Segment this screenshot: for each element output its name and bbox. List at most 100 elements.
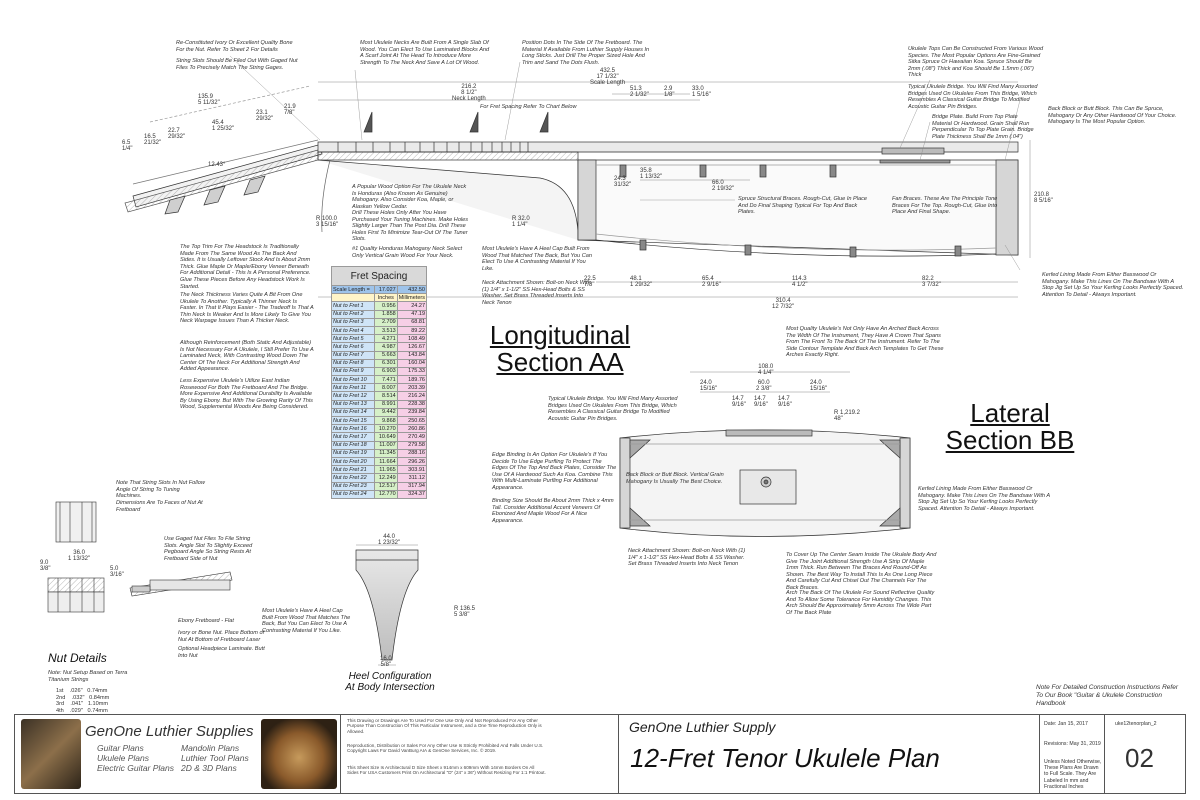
dim-inch: 15/16" (700, 386, 718, 392)
fret-mm-cell: 203.39 (396, 383, 428, 393)
note-spruce-braces: Spruce Structural Braces. Rough-Cut, Glu… (738, 196, 868, 216)
fret-inches-cell: 10.270 (373, 424, 398, 434)
fret-mm-cell: 68.81 (396, 317, 428, 327)
dim-inch: 4 1/2" (792, 282, 808, 288)
note-back-block: Back Block or Butt Block. This Can Be Sp… (1048, 106, 1177, 126)
dim-inch: 1 25/32" (212, 126, 235, 132)
dim-mm: 66.0 (712, 180, 724, 186)
fret-inches-cell: 10.649 (373, 432, 398, 442)
product-item: Electric Guitar Plans (97, 763, 174, 773)
note-bridge-b: Typical Ukulele Bridge. You Will Find Ma… (548, 396, 678, 422)
dim-mm: 6.5 (122, 140, 131, 146)
dim-caption: Scale Length (590, 80, 626, 86)
dim-inch: 1/8" (664, 92, 675, 98)
fret-mm-cell: 216.24 (396, 391, 428, 401)
note-heel-cap-b: Most Ukulele's Have A Heel Cap Built Fro… (262, 608, 351, 634)
fret-name-cell: Nut to Fret 23 (331, 481, 375, 491)
fret-table-title-row: Fret Spacing (331, 266, 427, 286)
fret-name-cell: Nut to Fret 17 (331, 432, 375, 442)
gauge-row: 1st .026" 0.74mm (56, 688, 136, 695)
fret-name-cell: Nut to Fret 9 (331, 366, 375, 377)
heel-drawing (355, 544, 419, 666)
note-tops: Ukulele Tops Can Be Constructed From Var… (908, 46, 1044, 79)
note-rosewood: Less Expensive Ukulele's Utilize East In… (180, 378, 313, 411)
dim-inch: 3/8" (40, 566, 51, 572)
dim-mm: 51.3 (630, 86, 642, 92)
product-item: Luthier Tool Plans (181, 753, 249, 763)
note-fret-spacing-ref: For Fret Spacing Refer To Chart Below (480, 104, 577, 110)
fret-inches-cell: 5.663 (373, 350, 398, 360)
fret-name-cell: Nut to Fret 18 (331, 440, 375, 450)
gauge-mm: 1.10mm (87, 701, 109, 708)
fret-spacing-table: Fret Spacing Scale Length = 17.027 432.5… (331, 266, 428, 499)
dim-mm: 33.0 (692, 86, 704, 92)
fret-table-scale-row: Scale Length = 17.027 432.50 (331, 284, 428, 295)
fret-inches-cell: 0.956 (373, 301, 398, 311)
lateral-title-line-1: Lateral (970, 398, 1050, 428)
dim-mm: 44.0 (383, 534, 395, 540)
dim-mm: R 136.5 (454, 606, 476, 612)
headstock-drawing (124, 85, 323, 215)
dim-mm: 24.0 (700, 380, 712, 386)
dim-inch: 17 1/32" (596, 74, 619, 80)
note-binding-size: Binding Size Should Be About 2mm Thick x… (492, 498, 614, 524)
dim-mm: 16.0 (380, 656, 392, 662)
dim-mm: 24.0 (810, 380, 822, 386)
fret-name-cell: Nut to Fret 11 (331, 383, 375, 393)
fret-mm-cell: 189.76 (396, 375, 428, 385)
note-center-seam: To Cover Up The Center Seam Inside The U… (786, 552, 937, 591)
fret-name-cell: Nut to Fret 3 (331, 317, 375, 327)
gauge-string: 4th (56, 707, 64, 714)
fret-table-title: Fret Spacing (331, 266, 427, 286)
fret-name-cell: Nut to Fret 19 (331, 448, 375, 458)
dim-caption: Neck Length (452, 96, 486, 102)
dim-mm: 23.1 (256, 110, 268, 116)
product-list-left: Guitar Plans Ukulele Plans Electric Guit… (97, 743, 174, 773)
nut-details-label: Nut Details (48, 651, 107, 665)
fret-inches-cell: 7.471 (373, 375, 398, 385)
fret-mm-cell: 279.58 (396, 440, 428, 450)
dim-mm: 310.4 (775, 298, 791, 304)
note-bridge: Typical Ukulele Bridge. You Will Find Ma… (908, 84, 1038, 110)
dim-inch: 9/16" (778, 402, 792, 408)
fret-name-cell: Nut to Fret 13 (331, 399, 375, 409)
gauge-inch: .032" (71, 694, 85, 701)
gauge-row: 2nd .032" 0.84mm (56, 695, 136, 702)
fret-mm-cell: 89.22 (396, 325, 428, 336)
note-headstock-trim: The Top Trim For The Headstock Is Tradit… (180, 244, 311, 290)
note-neck-wood: A Popular Wood Option For The Ukulele Ne… (352, 184, 467, 210)
lateral-title-line-2: Section BB (945, 425, 1075, 456)
dim-mm: 108.0 (758, 364, 774, 370)
note-neck-attach: Neck Attachment Shown: Bolt-on Neck With… (482, 280, 591, 306)
dim-inch: 31/32" (614, 182, 632, 188)
gauge-string: 3rd (56, 701, 65, 708)
guitar-photo (21, 719, 81, 789)
note-dims-faces: Dimensions Are To Faces of Nut At Fretbo… (116, 500, 203, 513)
fret-header-blank (331, 293, 375, 303)
dim-mm: 22.7 (168, 128, 180, 134)
dim-mm: 210.8 (1034, 192, 1050, 198)
note-neck-attach-b: Neck Attachment Shown: Bolt-on Neck With… (628, 548, 746, 568)
fret-name-cell: Nut to Fret 20 (331, 456, 375, 467)
dim-mm: 24.3 (614, 176, 626, 182)
dim-inch: 9/16" (754, 402, 768, 408)
legal-text-1: This Drawing or Drawings Are To Used For… (347, 718, 542, 734)
fret-name-cell: Nut to Fret 8 (331, 358, 375, 368)
heel-config-line-1: Heel Configuration (348, 671, 432, 682)
